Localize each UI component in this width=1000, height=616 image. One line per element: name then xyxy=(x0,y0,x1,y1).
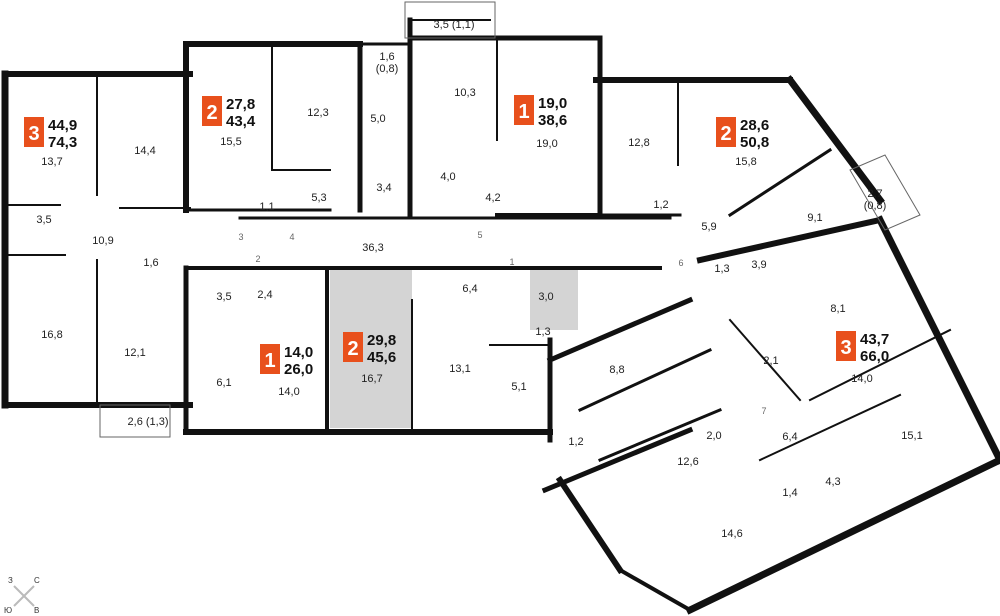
door-number: 5 xyxy=(477,230,482,240)
room-area: 6,1 xyxy=(216,377,231,389)
room-area: 2,4 xyxy=(257,289,272,301)
room-area: 15,5 xyxy=(220,136,241,148)
apartment-total-area: 26,0 xyxy=(284,361,313,378)
compass-south: Ю xyxy=(4,606,12,615)
apartment-rooms: 2 xyxy=(720,123,731,145)
apartment-badge[interactable]: 3 44,9 74,3 xyxy=(24,117,77,151)
room-area: 8,8 xyxy=(609,364,624,376)
room-area: 6,4 xyxy=(782,431,797,443)
room-area: 14,6 xyxy=(721,528,742,540)
apartment-total-area: 66,0 xyxy=(860,348,889,365)
door-number: 6 xyxy=(678,258,683,268)
room-area: 5,1 xyxy=(511,381,526,393)
room-area: 2,6 (1,3) xyxy=(128,416,169,428)
room-area: 4,0 xyxy=(440,171,455,183)
room-area: 3,0 xyxy=(538,291,553,303)
room-area: 19,0 xyxy=(536,138,557,150)
room-area: 13,1 xyxy=(449,363,470,375)
walls xyxy=(1,17,1000,615)
compass-north: С xyxy=(34,576,40,585)
door-number: 3 xyxy=(238,232,243,242)
room-area: 1,3 xyxy=(714,263,729,275)
room-area: 8,1 xyxy=(830,303,845,315)
room-area: 1,6 xyxy=(379,51,394,63)
room-area: 10,3 xyxy=(454,87,475,99)
room-area: 3,5 (1,1) xyxy=(434,19,475,31)
door-number: 1 xyxy=(509,257,514,267)
room-area: 2,1 xyxy=(763,355,778,367)
apartment-total-area: 74,3 xyxy=(48,134,77,151)
apartment-badge[interactable]: 2 27,8 43,4 xyxy=(202,96,256,130)
room-area: 4,2 xyxy=(485,192,500,204)
room-area: 1,2 xyxy=(653,199,668,211)
apartment-rooms: 1 xyxy=(264,350,275,372)
apartment-badge[interactable]: 1 19,0 38,6 xyxy=(514,95,567,129)
apartment-total-area: 45,6 xyxy=(367,349,396,366)
room-area: 14,4 xyxy=(134,145,155,157)
compass-west: З xyxy=(8,576,13,585)
room-area: 1,4 xyxy=(782,487,797,499)
door-number: 2 xyxy=(255,254,260,264)
room-area: 5,3 xyxy=(311,192,326,204)
room-area: 14,0 xyxy=(851,373,872,385)
room-area: 6,4 xyxy=(462,283,477,295)
room-area: 15,8 xyxy=(735,156,756,168)
apartment-rooms: 1 xyxy=(518,101,529,123)
room-area: 36,3 xyxy=(362,242,383,254)
room-area: (0,8) xyxy=(376,63,399,75)
apartment-living-area: 14,0 xyxy=(284,344,313,361)
room-area: 1,1 xyxy=(259,201,274,213)
room-area: 5,9 xyxy=(701,221,716,233)
room-area: 12,3 xyxy=(307,107,328,119)
balconies xyxy=(99,1,921,438)
room-area: 12,8 xyxy=(628,137,649,149)
room-area: 16,8 xyxy=(41,329,62,341)
room-area: 4,3 xyxy=(825,476,840,488)
apartment-rooms: 3 xyxy=(840,337,851,359)
apartment-badge[interactable]: 2 29,8 45,6 xyxy=(343,332,396,366)
room-area: 9,1 xyxy=(807,212,822,224)
apartment-rooms: 2 xyxy=(206,102,217,124)
apartment-total-area: 38,6 xyxy=(538,112,567,129)
room-area: 10,9 xyxy=(92,235,113,247)
room-area-labels: 13,7 14,4 3,5 10,9 16,8 1,6 12,1 2,6 (1,… xyxy=(36,19,922,540)
room-area: 1,6 xyxy=(143,257,158,269)
apartment-living-area: 44,9 xyxy=(48,117,77,134)
compass-east: В xyxy=(34,606,39,615)
apartment-living-area: 28,6 xyxy=(740,117,769,134)
room-area: 5,0 xyxy=(370,113,385,125)
apartment-total-area: 50,8 xyxy=(740,134,769,151)
apartment-badge[interactable]: 3 43,7 66,0 xyxy=(836,331,889,365)
apartment-living-area: 29,8 xyxy=(367,332,396,349)
room-area: 3,5 xyxy=(216,291,231,303)
room-area: 2,7 xyxy=(867,188,882,200)
door-number: 4 xyxy=(289,232,294,242)
room-area: 15,1 xyxy=(901,430,922,442)
selected-apartment-highlight xyxy=(530,270,578,330)
room-area: 13,7 xyxy=(41,156,62,168)
room-area: 1,2 xyxy=(568,436,583,448)
compass-icon: З С Ю В xyxy=(4,576,40,615)
apartment-living-area: 43,7 xyxy=(860,331,889,348)
room-area: 14,0 xyxy=(278,386,299,398)
apartment-rooms: 2 xyxy=(347,338,358,360)
apartment-living-area: 27,8 xyxy=(226,96,255,113)
room-area: 16,7 xyxy=(361,373,382,385)
room-area: 3,5 xyxy=(36,214,51,226)
apartment-rooms: 3 xyxy=(28,123,39,145)
room-area: 3,9 xyxy=(751,259,766,271)
apartment-total-area: 43,4 xyxy=(226,113,256,130)
door-numbers: 1 2 3 4 5 6 7 xyxy=(238,230,766,416)
apartment-badge[interactable]: 2 28,6 50,8 xyxy=(716,117,769,151)
room-area: 1,3 xyxy=(535,326,550,338)
apartment-living-area: 19,0 xyxy=(538,95,567,112)
room-area: 2,0 xyxy=(706,430,721,442)
room-area: (0,8) xyxy=(864,200,887,212)
door-number: 7 xyxy=(761,406,766,416)
room-area: 3,4 xyxy=(376,182,391,194)
room-area: 12,6 xyxy=(677,456,698,468)
room-area: 12,1 xyxy=(124,347,145,359)
apartment-badge[interactable]: 1 14,0 26,0 xyxy=(260,344,313,378)
